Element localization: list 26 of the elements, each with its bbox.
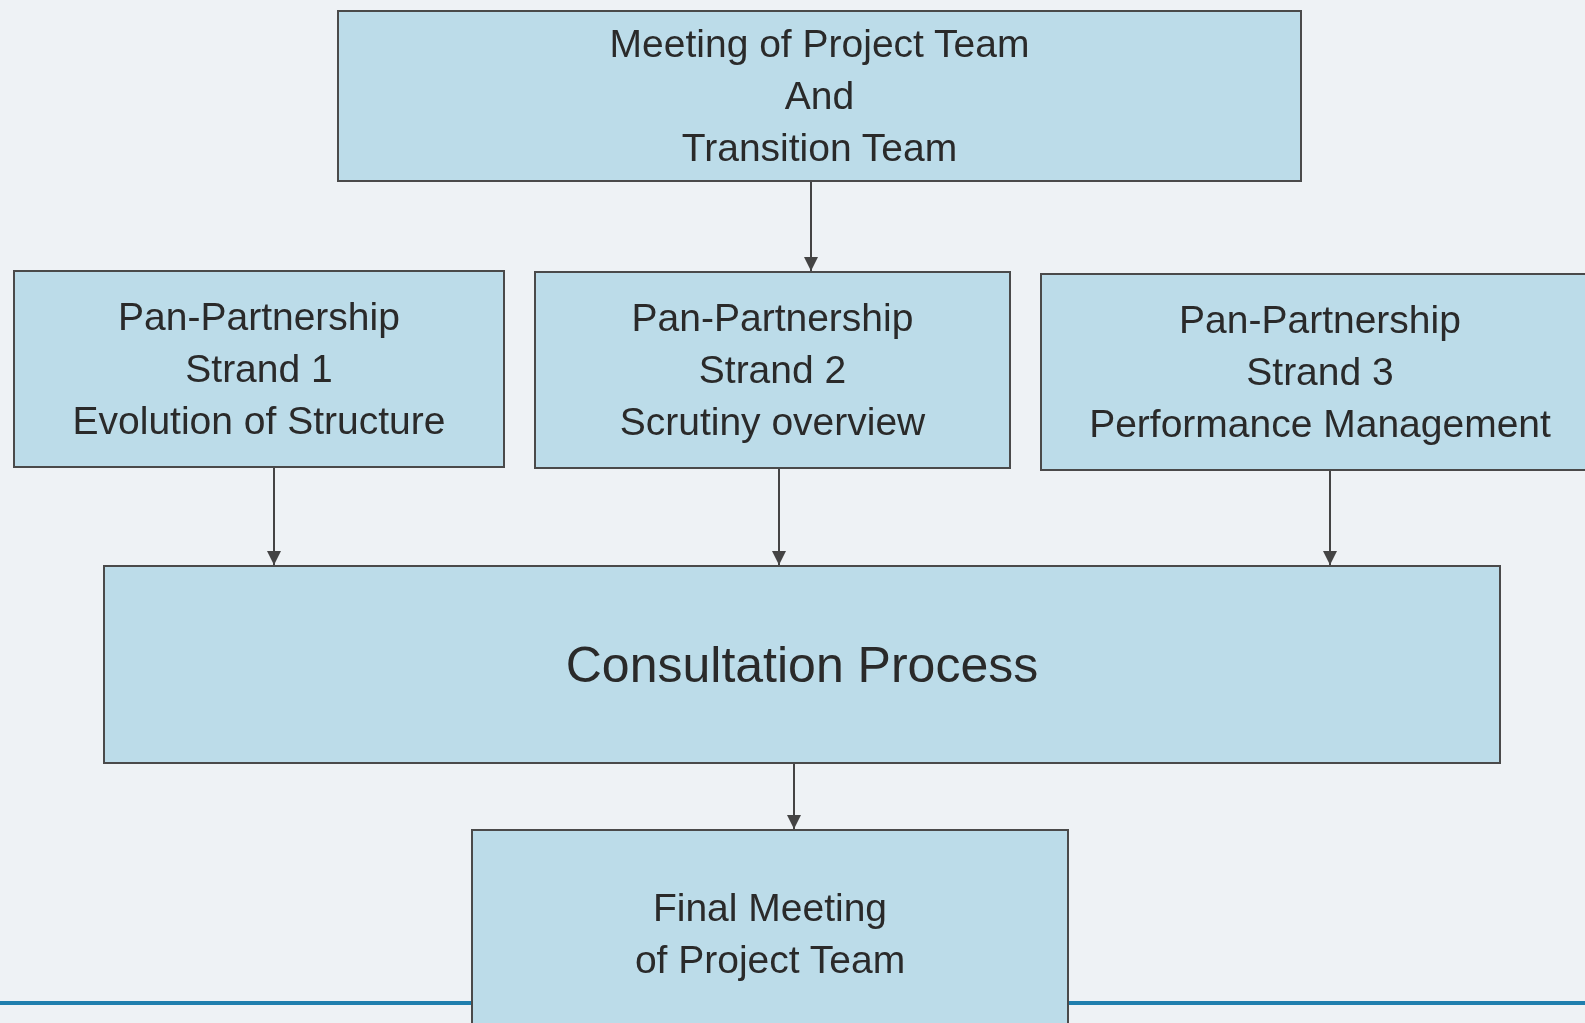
arrow bbox=[787, 763, 801, 830]
process-box bbox=[337, 10, 1302, 182]
box-label: Consultation Process bbox=[565, 638, 1039, 691]
process-box bbox=[471, 829, 1069, 1023]
box-label: Transition Team bbox=[681, 125, 958, 171]
box-label: of Project Team bbox=[634, 937, 906, 983]
box-label: Meeting of Project Team bbox=[609, 21, 1030, 67]
process-box bbox=[534, 271, 1011, 469]
arrow bbox=[1323, 470, 1337, 566]
box-label: Pan-Partnership bbox=[1179, 297, 1461, 343]
process-box bbox=[103, 565, 1501, 764]
box-label: Final Meeting bbox=[652, 885, 888, 931]
arrow bbox=[804, 181, 818, 272]
box-label: Strand 2 bbox=[698, 347, 847, 393]
arrow bbox=[772, 468, 786, 566]
process-box bbox=[1040, 273, 1585, 471]
box-label: Strand 3 bbox=[1246, 349, 1394, 395]
box-label: And bbox=[784, 73, 855, 119]
box-label: Scrutiny overview bbox=[619, 399, 926, 445]
box-label: Strand 1 bbox=[185, 346, 333, 392]
box-label: Evolution of Structure bbox=[72, 398, 446, 444]
box-label: Pan-Partnership bbox=[631, 295, 914, 341]
box-label: Pan-Partnership bbox=[118, 294, 400, 340]
arrow bbox=[267, 467, 281, 566]
process-box bbox=[13, 270, 505, 468]
box-label: Performance Management bbox=[1089, 401, 1551, 447]
